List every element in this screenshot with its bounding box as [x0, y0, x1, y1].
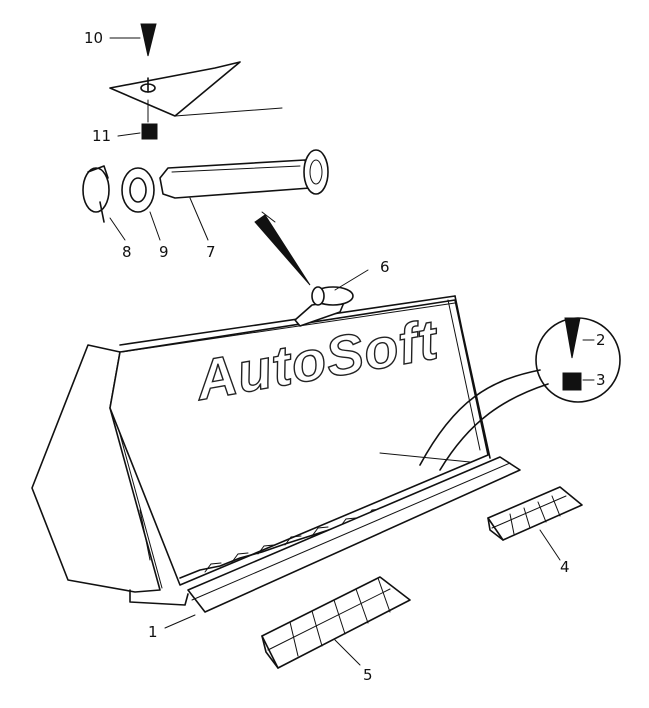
callout-5: 5 [363, 666, 373, 684]
solid-square-icon [141, 123, 158, 140]
wear-strip-4 [487, 486, 583, 541]
triangle-pointer-icon [140, 23, 157, 57]
solid-square-icon-detail [562, 372, 582, 391]
mounting-plate [109, 61, 283, 117]
pivot-pin [159, 149, 329, 199]
triangle-pointer-icon-detail [564, 317, 581, 359]
callout-1: 1 [148, 623, 158, 641]
mounting-bracket [294, 299, 346, 327]
assembly-arrow [254, 214, 311, 286]
callout-7: 7 [206, 243, 216, 261]
wear-strip-5 [261, 576, 411, 669]
washer [121, 167, 155, 213]
bucket-back-wall [109, 299, 489, 586]
bucket-assembly [31, 286, 521, 613]
callout-labels: 10 11 8 9 7 6 2 3 4 1 5 [84, 29, 606, 684]
leader-lines [109, 37, 595, 666]
detail-callout-circle [419, 317, 621, 471]
cutting-edge [187, 456, 521, 613]
callout-11: 11 [92, 127, 111, 145]
callout-8: 8 [122, 243, 132, 261]
callout-3: 3 [596, 371, 606, 389]
callout-4: 4 [560, 558, 570, 576]
callout-6: 6 [380, 258, 390, 276]
callout-2: 2 [596, 331, 606, 349]
callout-10: 10 [84, 29, 103, 47]
callout-9: 9 [159, 243, 169, 261]
lock-clip [82, 165, 110, 223]
